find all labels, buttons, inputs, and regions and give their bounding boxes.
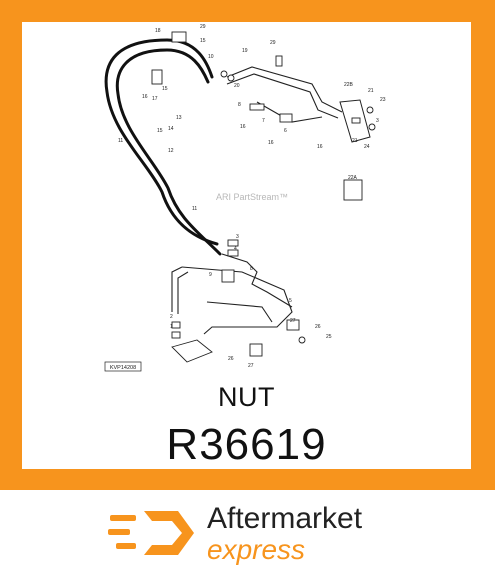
part-name: NUT: [218, 382, 275, 412]
svg-text:21: 21: [368, 88, 374, 94]
svg-text:27: 27: [290, 318, 296, 324]
svg-text:16: 16: [240, 124, 246, 130]
part-number: R36619: [166, 420, 327, 469]
aftermarket-logo-icon[interactable]: [108, 505, 200, 561]
nut-24: [368, 123, 376, 131]
svg-text:16: 16: [142, 94, 148, 100]
clamp-9: [221, 269, 235, 283]
fitting-4: [227, 249, 239, 257]
o-ring-10: [220, 70, 228, 78]
svg-text:10: 10: [208, 54, 214, 60]
diagram-code: KVP14208: [110, 365, 136, 371]
svg-text:16: 16: [268, 140, 274, 146]
brand-name-line2: express: [207, 534, 306, 565]
fitting-21: [351, 117, 361, 124]
fitting-1: [171, 331, 181, 339]
svg-text:11: 11: [118, 138, 123, 144]
nut-25: [298, 336, 306, 344]
tube-lower-5: [206, 301, 273, 323]
svg-text:16: 16: [317, 144, 323, 150]
svg-text:3: 3: [236, 234, 239, 240]
svg-text:19: 19: [242, 48, 248, 54]
svg-text:25: 25: [326, 334, 332, 340]
svg-text:5: 5: [289, 298, 292, 304]
svg-text:24: 24: [364, 144, 370, 150]
svg-text:14: 14: [168, 126, 174, 132]
hose-top-2: [165, 48, 210, 84]
svg-text:26: 26: [228, 356, 234, 362]
nut-23: [366, 106, 374, 114]
svg-text:17: 17: [152, 96, 158, 102]
svg-text:4: 4: [234, 246, 237, 252]
svg-text:11: 11: [192, 206, 197, 212]
svg-text:22B: 22B: [344, 82, 354, 88]
bolt-29: [275, 55, 283, 67]
watermark-text: ARI PartStream™: [216, 192, 288, 202]
fitting-3: [227, 239, 239, 247]
svg-text:15: 15: [200, 38, 206, 44]
svg-text:13: 13: [176, 115, 182, 121]
valve-block: [171, 339, 213, 363]
svg-text:15: 15: [162, 86, 168, 92]
svg-text:22A: 22A: [348, 175, 358, 181]
svg-text:6: 6: [284, 128, 287, 134]
svg-text:29: 29: [270, 40, 276, 46]
tube-lower-1: [221, 253, 293, 308]
svg-text:23: 23: [380, 97, 386, 103]
diagram-code-box: [104, 361, 142, 372]
brand-name-line1: Aftermarket: [207, 502, 363, 535]
parts-diagram: 18 29 15 10 19 29 20 22B 21 23 16 17 15 …: [22, 22, 471, 382]
tube-lower-3: [177, 271, 189, 314]
exploded-view-drawing: 18 29 15 10 19 29 20 22B 21 23 16 17 15 …: [104, 24, 386, 372]
hose-inner: [115, 48, 222, 256]
svg-text:15: 15: [157, 128, 163, 134]
clamp-27: [249, 343, 263, 357]
svg-text:1: 1: [170, 324, 173, 330]
bracket-27: [286, 319, 300, 331]
fitting-6: [279, 113, 293, 123]
svg-text:3: 3: [376, 118, 379, 124]
clamp-18: [171, 31, 187, 43]
svg-text:26: 26: [315, 324, 321, 330]
fitting-8: [249, 103, 265, 111]
svg-text:18: 18: [155, 28, 161, 34]
svg-text:20: 20: [234, 83, 240, 89]
part-22A-box: [343, 179, 363, 201]
fitting-2: [171, 321, 181, 329]
tube-lower-2: [171, 266, 183, 312]
product-card: 18 29 15 10 19 29 20 22B 21 23 16 17 15 …: [22, 22, 471, 469]
svg-text:27: 27: [248, 363, 254, 369]
svg-text:8: 8: [238, 102, 241, 108]
svg-text:8: 8: [250, 266, 253, 272]
tube-lower-4: [181, 266, 293, 335]
svg-text:12: 12: [168, 148, 174, 154]
svg-text:29: 29: [200, 24, 206, 30]
svg-text:21: 21: [352, 138, 358, 144]
svg-text:7: 7: [262, 118, 265, 124]
tube-upper-2: [226, 73, 339, 119]
o-ring-20: [227, 74, 235, 82]
tube-upper-1: [226, 66, 343, 113]
svg-text:2: 2: [170, 314, 173, 320]
clamp-16: [151, 69, 163, 85]
hose-top-1: [165, 38, 214, 79]
hose-outer: [104, 38, 219, 246]
svg-text:9: 9: [209, 272, 212, 278]
